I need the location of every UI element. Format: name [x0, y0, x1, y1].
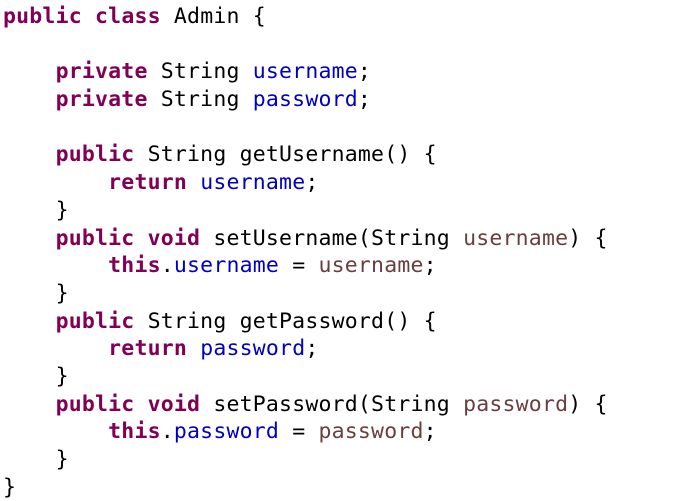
code-token	[3, 419, 108, 444]
keyword-token: public	[55, 391, 135, 417]
code-token: }	[3, 363, 69, 389]
code-token: ;	[357, 87, 372, 113]
field-token: password	[200, 336, 306, 362]
code-token: .	[160, 419, 174, 445]
code-line[interactable]: }	[3, 197, 694, 225]
code-token	[3, 309, 56, 334]
code-token: ;	[357, 59, 372, 85]
code-line[interactable]: }	[3, 280, 694, 308]
code-token	[3, 142, 56, 167]
code-token	[3, 226, 56, 251]
code-token	[3, 170, 108, 195]
code-line[interactable]: }	[3, 363, 694, 391]
keyword-token: public	[55, 225, 135, 251]
parameter-token: password	[463, 391, 569, 417]
code-token: }	[3, 197, 69, 223]
field-token: password	[252, 87, 358, 113]
code-line[interactable]: public class Admin {	[3, 3, 694, 31]
code-token	[3, 87, 56, 112]
parameter-token: password	[318, 419, 424, 445]
code-token	[187, 336, 200, 361]
code-line[interactable]: }	[3, 474, 694, 501]
field-token: username	[200, 170, 306, 196]
code-token: ;	[423, 253, 437, 279]
code-token: Admin {	[160, 4, 266, 29]
code-token: }	[3, 474, 17, 500]
code-token	[134, 392, 147, 417]
code-line[interactable]: this.password = password;	[3, 418, 694, 446]
code-token: setPassword(String	[200, 391, 464, 417]
code-token	[3, 59, 56, 84]
field-token: username	[173, 253, 280, 279]
code-token: String	[147, 59, 253, 85]
code-line[interactable]	[3, 114, 694, 142]
code-token: }	[3, 280, 69, 306]
keyword-token: public	[55, 308, 135, 334]
keyword-token: return	[108, 336, 188, 362]
code-token: setUsername(String	[200, 225, 464, 251]
code-token: String	[147, 87, 253, 113]
code-token: .	[160, 253, 174, 279]
code-token	[3, 253, 108, 278]
keyword-token: class	[95, 4, 161, 29]
code-token: ) {	[568, 225, 608, 251]
parameter-token: username	[318, 253, 424, 279]
code-line[interactable]: private String password;	[3, 86, 694, 114]
code-line[interactable]: public void setUsername(String username)…	[3, 225, 694, 253]
keyword-token: void	[147, 225, 201, 251]
code-line[interactable]: return password;	[3, 335, 694, 363]
keyword-token: public	[3, 4, 82, 29]
keyword-token: this	[108, 253, 161, 279]
keyword-token: public	[55, 142, 135, 168]
field-token: password	[173, 419, 280, 445]
code-token	[134, 226, 147, 251]
code-token: ;	[305, 170, 319, 196]
keyword-token: private	[55, 59, 148, 85]
code-token: ;	[305, 336, 319, 362]
keyword-token: private	[55, 87, 148, 113]
code-token: ) {	[568, 391, 608, 417]
code-token: =	[279, 253, 319, 279]
parameter-token: username	[463, 225, 569, 251]
keyword-token: return	[108, 170, 188, 196]
code-line[interactable]: private String username;	[3, 58, 694, 86]
code-token	[187, 170, 200, 195]
code-token: }	[3, 447, 69, 472]
code-token: =	[279, 419, 319, 445]
code-token: String getPassword() {	[134, 308, 437, 334]
code-token	[3, 336, 108, 361]
keyword-token: void	[147, 391, 201, 417]
code-line[interactable]: return username;	[3, 169, 694, 197]
code-line[interactable]: }	[3, 446, 694, 474]
code-token	[3, 392, 56, 417]
code-token	[82, 4, 95, 29]
code-line[interactable]: public void setPassword(String password)…	[3, 391, 694, 419]
keyword-token: this	[108, 419, 161, 445]
code-line[interactable]	[3, 31, 694, 59]
code-line[interactable]: public String getUsername() {	[3, 141, 694, 169]
field-token: username	[252, 59, 358, 85]
code-token: ;	[423, 419, 437, 445]
code-line[interactable]: this.username = username;	[3, 252, 694, 280]
code-token: String getUsername() {	[134, 142, 437, 168]
code-line[interactable]: public String getPassword() {	[3, 308, 694, 336]
